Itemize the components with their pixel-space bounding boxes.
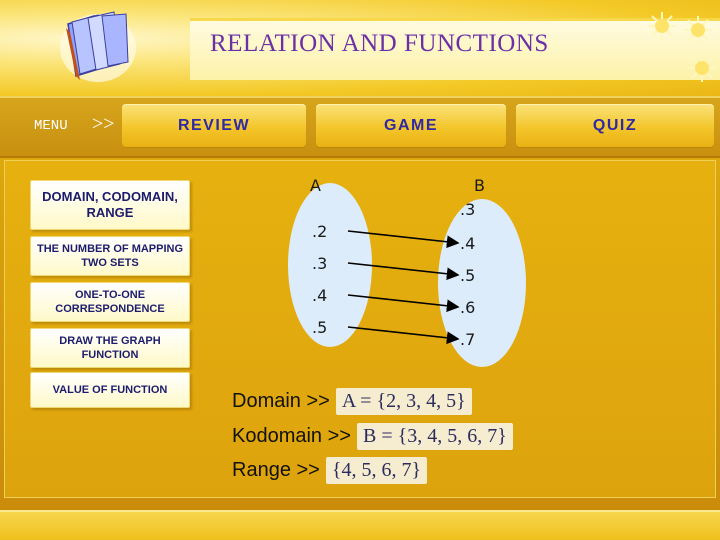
sidebar-item-graph-function[interactable]: DRAW THE GRAPH FUNCTION xyxy=(30,328,190,368)
set-b-ellipse xyxy=(438,199,526,367)
sidebar-item-one-to-one[interactable]: ONE-TO-ONE CORRESPONDENCE xyxy=(30,282,190,322)
set-a-element: .2 xyxy=(312,222,327,241)
footer-bar xyxy=(0,510,720,540)
set-a-label: A xyxy=(310,176,321,195)
sidebar-item-domain-codomain-range[interactable]: DOMAIN, CODOMAIN, RANGE xyxy=(30,180,190,230)
sidebar-item-value-of-function[interactable]: VALUE OF FUNCTION xyxy=(30,372,190,408)
page-title: RELATION AND FUNCTIONS xyxy=(210,30,610,58)
set-b-label: B xyxy=(474,176,485,195)
sun-icon xyxy=(688,54,716,82)
range-value: {4, 5, 6, 7} xyxy=(326,457,427,484)
set-a-element: .3 xyxy=(312,254,327,273)
sun-icon xyxy=(684,16,712,44)
codomain-value: B = {3, 4, 5, 6, 7} xyxy=(357,423,513,450)
domain-row: Domain >> A = {2, 3, 4, 5} xyxy=(232,388,472,415)
domain-value: A = {2, 3, 4, 5} xyxy=(336,388,472,415)
quiz-button[interactable]: QUIZ xyxy=(516,104,714,148)
range-row: Range >> {4, 5, 6, 7} xyxy=(232,457,427,484)
domain-label: Domain >> xyxy=(232,390,330,412)
set-b-element: .4 xyxy=(460,234,475,253)
sidebar-item-number-of-mapping[interactable]: THE NUMBER OF MAPPING TWO SETS xyxy=(30,236,190,276)
codomain-label: Kodomain >> xyxy=(232,425,351,447)
set-b-element: .3 xyxy=(460,200,475,219)
review-button[interactable]: REVIEW xyxy=(122,104,306,148)
sun-icon xyxy=(648,12,676,40)
codomain-row: Kodomain >> B = {3, 4, 5, 6, 7} xyxy=(232,423,513,450)
menu-arrow: >> xyxy=(92,113,115,136)
mapping-diagram: A B .2 .3 .4 .5 .3 .4 .5 .6 .7 xyxy=(230,165,530,370)
mapping-arrow xyxy=(348,327,458,339)
menu-label: MENU xyxy=(34,118,68,134)
set-a-element: .4 xyxy=(312,286,327,305)
set-a-element: .5 xyxy=(312,318,327,337)
range-label: Range >> xyxy=(232,459,320,481)
set-b-element: .6 xyxy=(460,298,475,317)
set-b-element: .7 xyxy=(460,330,475,349)
game-button[interactable]: GAME xyxy=(316,104,506,148)
book-icon xyxy=(58,6,138,84)
set-b-element: .5 xyxy=(460,266,475,285)
